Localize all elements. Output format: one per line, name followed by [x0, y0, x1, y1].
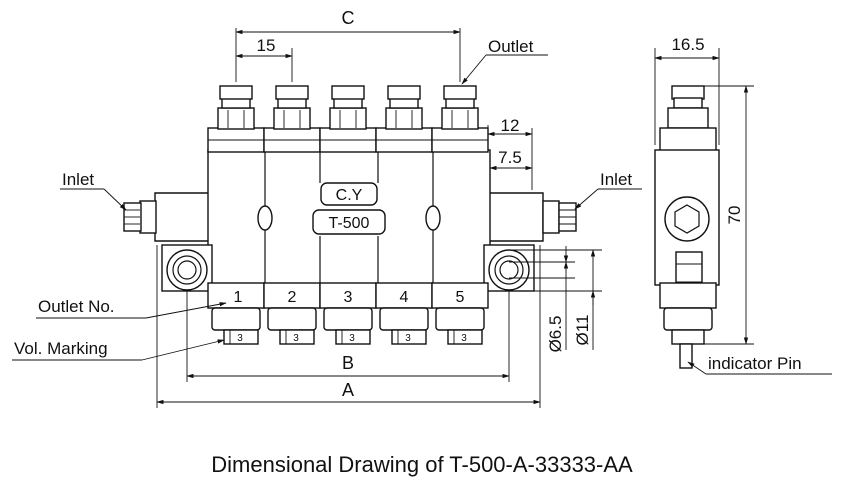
callout-leaders — [12, 54, 832, 375]
dim-diameter-6-5: Ø6.5 — [546, 316, 565, 353]
label-indicator-pin: indicator Pin — [708, 354, 802, 373]
model-plate — [312, 209, 386, 235]
dim-c: C — [342, 8, 355, 28]
label-vol-marking: Vol. Marking — [14, 339, 108, 358]
dim-7-5: 7.5 — [498, 148, 522, 167]
outlet-number: 3 — [344, 289, 353, 306]
label-inlet-left: Inlet — [62, 170, 94, 189]
brand-text: C.Y — [336, 187, 363, 204]
indicator-window-right — [425, 205, 441, 231]
outlet-number: 1 — [234, 289, 243, 306]
indicator-window-left — [257, 205, 273, 231]
label-outlet: Outlet — [488, 37, 534, 56]
brand-plate — [320, 182, 378, 206]
label-inlet-right: Inlet — [600, 170, 632, 189]
outlet-fitting-1 — [217, 85, 255, 130]
outlet-number-cells — [207, 282, 489, 309]
dim-12: 12 — [501, 116, 520, 135]
vol-mark: 3 — [349, 333, 355, 344]
left-mount-hole — [161, 244, 213, 292]
figure-caption: Dimensional Drawing of T-500-A-33333-AA — [211, 452, 633, 477]
side-view — [654, 85, 720, 369]
dim-pitch: 15 — [257, 36, 276, 55]
outlet-number: 5 — [456, 289, 465, 306]
outlet-number: 2 — [288, 289, 297, 306]
outlet-number: 4 — [400, 289, 409, 306]
dim-a: A — [342, 380, 354, 400]
vol-mark: 3 — [293, 333, 299, 344]
outlet-fitting-3 — [329, 85, 367, 130]
vol-mark: 3 — [461, 333, 467, 344]
dim-diameter-11: Ø11 — [573, 315, 592, 346]
dim-b: B — [342, 353, 354, 373]
front-view: 1 2 3 4 5 3 3 3 3 3 C.Y — [123, 85, 577, 345]
model-text: T-500 — [329, 215, 370, 232]
outlet-fitting-5 — [441, 85, 479, 130]
outlet-fitting-4 — [385, 85, 423, 130]
volume-plugs — [211, 307, 485, 345]
dimension-lines — [156, 28, 754, 408]
dim-side-width: 16.5 — [671, 35, 704, 54]
right-mount-hole — [483, 244, 535, 292]
vol-mark: 3 — [405, 333, 411, 344]
outlet-fitting-2 — [273, 85, 311, 130]
label-outlet-no: Outlet No. — [38, 297, 115, 316]
vol-mark: 3 — [237, 333, 243, 344]
dim-height: 70 — [725, 206, 744, 225]
outlet-sections — [207, 127, 489, 153]
